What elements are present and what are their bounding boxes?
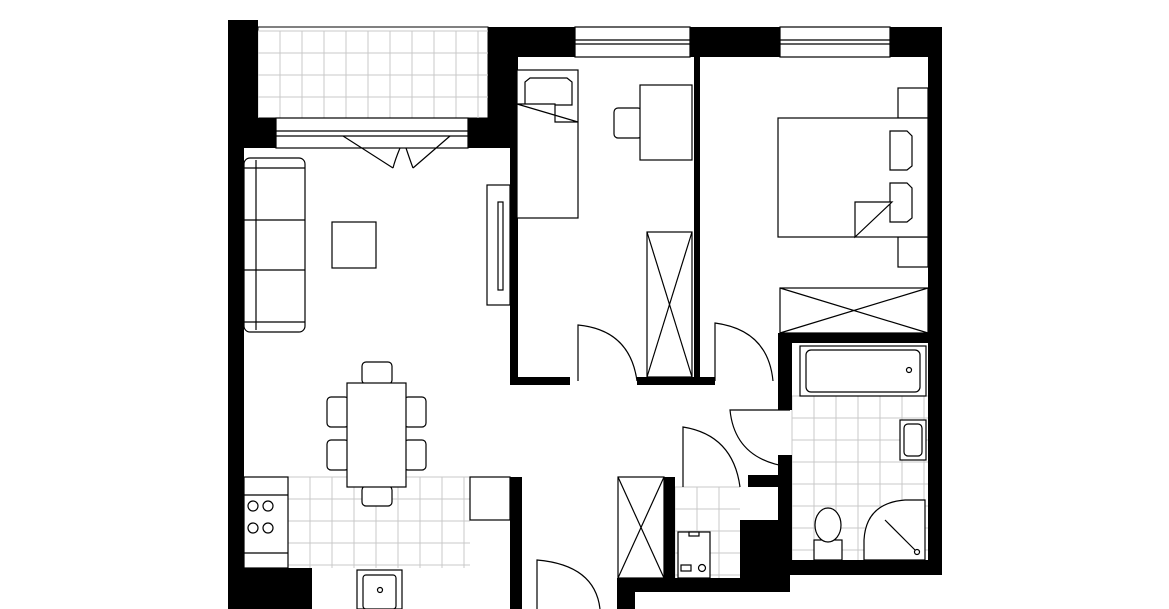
fridge [469, 476, 511, 521]
dining-table [326, 361, 427, 507]
bedroom2-wardrobe [779, 287, 929, 334]
bathroom-door[interactable] [729, 409, 791, 468]
single-bed [516, 69, 579, 219]
washing-machine [677, 531, 711, 579]
bedroom1-wardrobe [646, 231, 693, 378]
double-bed [777, 87, 929, 268]
tv-unit [486, 184, 511, 306]
bedroom1-door[interactable] [577, 324, 638, 382]
utility-door[interactable] [682, 426, 741, 488]
balcony [257, 26, 489, 119]
hall-wardrobe [617, 476, 665, 579]
windows [275, 26, 891, 149]
bathtub [799, 345, 927, 397]
toilet [813, 507, 843, 561]
sofa [243, 157, 306, 333]
shower [863, 499, 926, 561]
bathroom-sink [899, 419, 927, 461]
walls [228, 20, 942, 609]
stove-icon [247, 500, 274, 534]
coffee-table [331, 221, 377, 269]
kitchen-sink [356, 569, 403, 609]
desk [613, 84, 693, 161]
kitchen-counter [243, 476, 289, 569]
balcony-door[interactable] [342, 135, 451, 169]
entrance-door[interactable] [536, 559, 601, 609]
bedroom2-door[interactable] [714, 322, 774, 382]
